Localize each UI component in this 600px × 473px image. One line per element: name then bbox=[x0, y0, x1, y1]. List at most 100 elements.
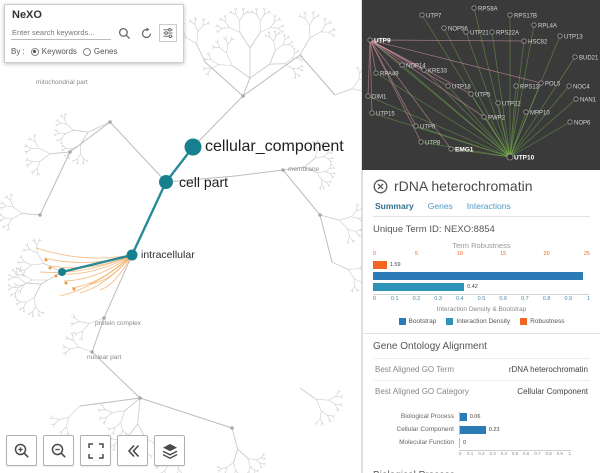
genes-radio[interactable]: Genes bbox=[82, 47, 117, 56]
network-node-label[interactable]: MPP10 bbox=[530, 111, 550, 117]
tree-term-node[interactable] bbox=[159, 175, 173, 189]
network-node-label[interactable]: RPA49 bbox=[380, 72, 399, 78]
network-node[interactable] bbox=[463, 29, 469, 35]
network-node-label[interactable]: UTP10 bbox=[514, 155, 535, 162]
zoom-out-button[interactable] bbox=[43, 435, 74, 466]
network-node[interactable] bbox=[506, 153, 514, 161]
network-node-label[interactable]: UTP7 bbox=[426, 14, 442, 20]
legend-label: Interaction Density bbox=[456, 318, 511, 325]
tree-term-node[interactable] bbox=[58, 268, 66, 276]
network-node[interactable] bbox=[468, 91, 474, 97]
network-node[interactable] bbox=[418, 139, 424, 145]
network-node-label[interactable]: UTP22 bbox=[502, 102, 521, 108]
network-node-label[interactable]: BUD21 bbox=[579, 56, 599, 62]
fit-to-screen-button[interactable] bbox=[80, 435, 111, 466]
network-node[interactable] bbox=[471, 5, 477, 11]
reset-button[interactable] bbox=[137, 24, 155, 42]
network-node[interactable] bbox=[441, 25, 447, 31]
tree-term-node[interactable] bbox=[126, 249, 138, 261]
network-node[interactable] bbox=[572, 54, 578, 60]
tab-interactions[interactable]: Interactions bbox=[466, 201, 511, 211]
tree-label-protein-complex[interactable]: protein complex bbox=[95, 320, 141, 327]
tab-summary[interactable]: Summary bbox=[375, 201, 414, 211]
network-node-label[interactable]: DIM1 bbox=[372, 95, 387, 101]
legend-item: Robustness bbox=[520, 318, 565, 325]
network-node[interactable] bbox=[523, 109, 529, 115]
network-node[interactable] bbox=[373, 70, 379, 76]
settings-button[interactable] bbox=[159, 24, 177, 42]
network-node[interactable] bbox=[489, 29, 495, 35]
network-node-label[interactable]: NOP6 bbox=[574, 121, 591, 127]
network-node-label[interactable]: NOP56 bbox=[448, 27, 468, 33]
network-node[interactable] bbox=[538, 80, 544, 86]
network-node-label[interactable]: POL5 bbox=[545, 82, 561, 88]
alignment-bar-value: 0.23 bbox=[488, 426, 500, 433]
network-node-label[interactable]: RPS22A bbox=[496, 31, 519, 37]
network-node[interactable] bbox=[399, 62, 405, 68]
tree-term-node[interactable] bbox=[184, 138, 202, 156]
network-node-label[interactable]: EMG1 bbox=[455, 147, 474, 154]
network-node-label[interactable]: UTP15 bbox=[376, 112, 395, 118]
settings-sliders-icon bbox=[163, 28, 173, 38]
network-node-label[interactable]: HSC82 bbox=[528, 40, 548, 46]
alignment-category-label: Cellular Component bbox=[396, 426, 454, 433]
robustness-bar-row bbox=[373, 272, 590, 280]
network-node[interactable] bbox=[367, 37, 373, 43]
network-node-label[interactable]: RPS17B bbox=[514, 14, 537, 20]
tree-label-nuclear-part[interactable]: nuclear part bbox=[87, 354, 122, 361]
layers-button[interactable] bbox=[154, 435, 185, 466]
keywords-radio[interactable]: Keywords bbox=[30, 47, 77, 56]
search-input[interactable] bbox=[11, 26, 111, 40]
search-button[interactable] bbox=[115, 24, 133, 42]
network-node[interactable] bbox=[566, 83, 572, 89]
network-node[interactable] bbox=[507, 12, 513, 18]
network-node-label[interactable]: UTP8 bbox=[425, 141, 441, 147]
network-node[interactable] bbox=[557, 33, 563, 39]
network-node-label[interactable]: UTP6 bbox=[420, 125, 436, 131]
network-node[interactable] bbox=[531, 22, 537, 28]
network-node[interactable] bbox=[421, 67, 427, 73]
network-node-label[interactable]: UTP5 bbox=[475, 93, 491, 99]
tree-label-membrane[interactable]: membrane bbox=[288, 166, 320, 173]
network-node[interactable] bbox=[495, 100, 501, 106]
axis-tick-label: 5 bbox=[414, 251, 418, 257]
network-node-label[interactable]: UTP13 bbox=[564, 35, 583, 41]
network-node[interactable] bbox=[369, 110, 375, 116]
network-node-label[interactable]: RPS8A bbox=[478, 7, 498, 13]
network-node-label[interactable]: PWP2 bbox=[488, 116, 506, 122]
network-node-label[interactable]: NAN1 bbox=[580, 98, 597, 104]
network-node[interactable] bbox=[413, 123, 419, 129]
search-icon bbox=[118, 27, 130, 39]
network-node[interactable] bbox=[445, 83, 451, 89]
network-node-label[interactable]: UTP18 bbox=[452, 85, 471, 91]
network-node[interactable] bbox=[365, 93, 371, 99]
network-node[interactable] bbox=[573, 96, 579, 102]
network-node-label[interactable]: KRE33 bbox=[428, 69, 448, 75]
tree-label-cellular-component[interactable]: cellular_component bbox=[205, 138, 344, 155]
network-node-label[interactable]: NOP14 bbox=[406, 64, 426, 70]
network-node[interactable] bbox=[521, 38, 527, 44]
bar-value-label: 0.42 bbox=[467, 284, 478, 290]
network-node[interactable] bbox=[481, 114, 487, 120]
network-node[interactable] bbox=[567, 119, 573, 125]
app-title: NeXO bbox=[12, 9, 42, 21]
collapse-button[interactable] bbox=[117, 435, 148, 466]
tree-label-mitochondrial-part[interactable]: mitochondrial part bbox=[36, 79, 88, 86]
network-node[interactable] bbox=[419, 12, 425, 18]
ontology-tree-canvas[interactable] bbox=[0, 0, 362, 473]
zoom-in-button[interactable] bbox=[6, 435, 37, 466]
network-node[interactable] bbox=[513, 83, 519, 89]
tree-label-intracellular[interactable]: intracellular bbox=[141, 249, 195, 261]
network-node-label[interactable]: UTP21 bbox=[470, 31, 489, 37]
network-node-label[interactable]: UTP9 bbox=[374, 38, 391, 45]
bar-bootstrap bbox=[373, 272, 584, 280]
close-icon[interactable] bbox=[373, 179, 388, 194]
network-node-label[interactable]: RPS13 bbox=[520, 85, 540, 91]
tree-label-cell-part[interactable]: cell part bbox=[179, 174, 229, 190]
tab-genes[interactable]: Genes bbox=[427, 201, 453, 211]
network-node-label[interactable]: NOC4 bbox=[573, 85, 590, 91]
network-node[interactable] bbox=[448, 146, 454, 152]
network-node-label[interactable]: RPL4A bbox=[538, 24, 557, 30]
